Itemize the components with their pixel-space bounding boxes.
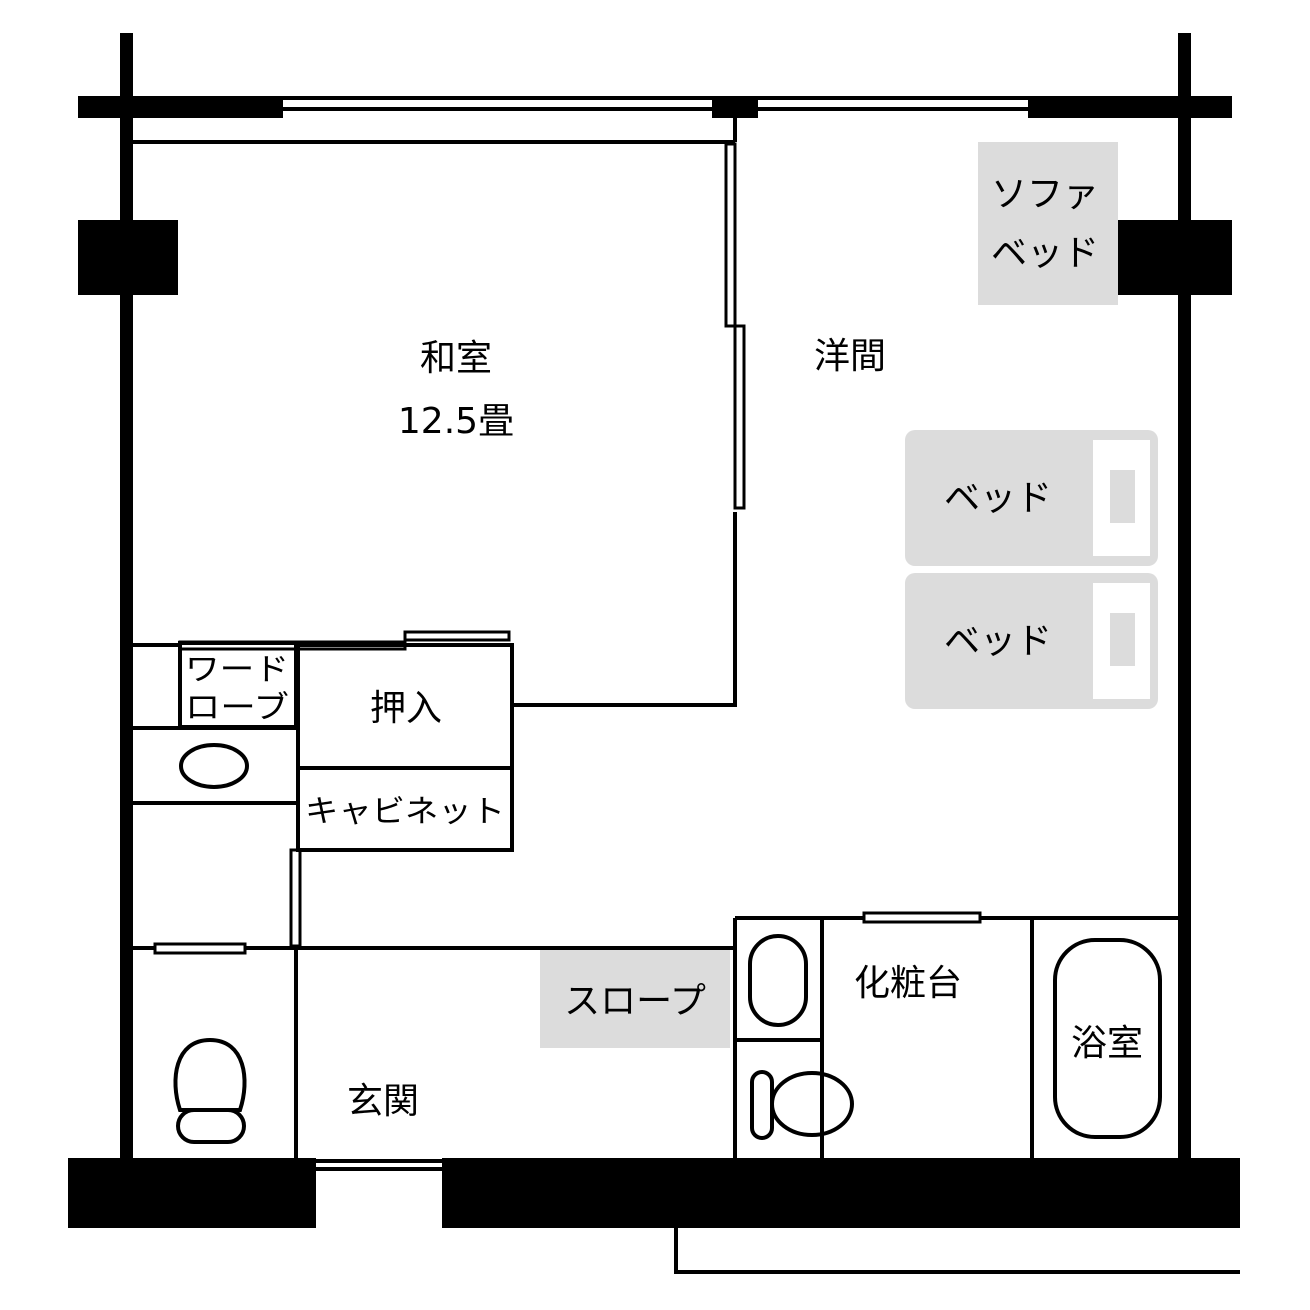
walls <box>68 33 1240 1228</box>
left-wall <box>120 33 133 1160</box>
bottom-wall-left <box>68 1158 316 1228</box>
label-yoma: 洋間 <box>814 336 886 377</box>
label-washitsu: 和室 <box>420 338 492 379</box>
washbasin <box>179 743 249 789</box>
door-hall <box>289 848 302 948</box>
label-genkan: 玄関 <box>347 1081 419 1122</box>
pillow <box>1110 470 1135 523</box>
bed-2 <box>905 573 1158 709</box>
cabinet <box>296 766 514 852</box>
column-left <box>78 220 178 295</box>
top-wall-right <box>1028 96 1232 118</box>
label-sofabed-1: ソファ <box>991 174 1099 215</box>
label-vanity: 化粧台 <box>854 963 962 1004</box>
label-oshiire: 押入 <box>370 688 442 729</box>
column-right <box>1118 220 1232 295</box>
window-vanity <box>862 911 982 924</box>
bed-1 <box>905 430 1158 566</box>
label-bed-2: ベッド <box>944 621 1052 662</box>
toilet-left <box>173 1037 247 1112</box>
sofa-bed <box>978 142 1118 305</box>
toilet-tank <box>750 1070 774 1140</box>
sliding-door-1 <box>724 142 737 328</box>
toilet-left-tank <box>176 1108 246 1144</box>
label-sofabed-2: ベッド <box>991 233 1099 274</box>
pillow <box>1110 613 1135 666</box>
label-washitsu-size: 12.5畳 <box>398 401 514 442</box>
label-cabinet: キャビネット <box>305 794 505 830</box>
toilet-door <box>153 942 247 955</box>
sink <box>748 934 808 1027</box>
label-wardrobe-1: ワード <box>185 652 289 688</box>
slope <box>540 950 730 1048</box>
toilet <box>770 1071 854 1137</box>
label-slope: スロープ <box>564 981 706 1022</box>
right-wall <box>1178 33 1191 1160</box>
top-wall-middle <box>712 96 758 118</box>
label-bed-1: ベッド <box>944 478 1052 519</box>
label-bathroom: 浴室 <box>1071 1023 1143 1064</box>
label-wardrobe-2: ローブ <box>185 690 289 726</box>
top-wall-left <box>78 96 283 118</box>
bottom-wall-right <box>442 1158 1240 1228</box>
sliding-door-2 <box>733 324 746 510</box>
balcony-rail <box>674 1228 1240 1274</box>
bathtub <box>1053 938 1162 1139</box>
